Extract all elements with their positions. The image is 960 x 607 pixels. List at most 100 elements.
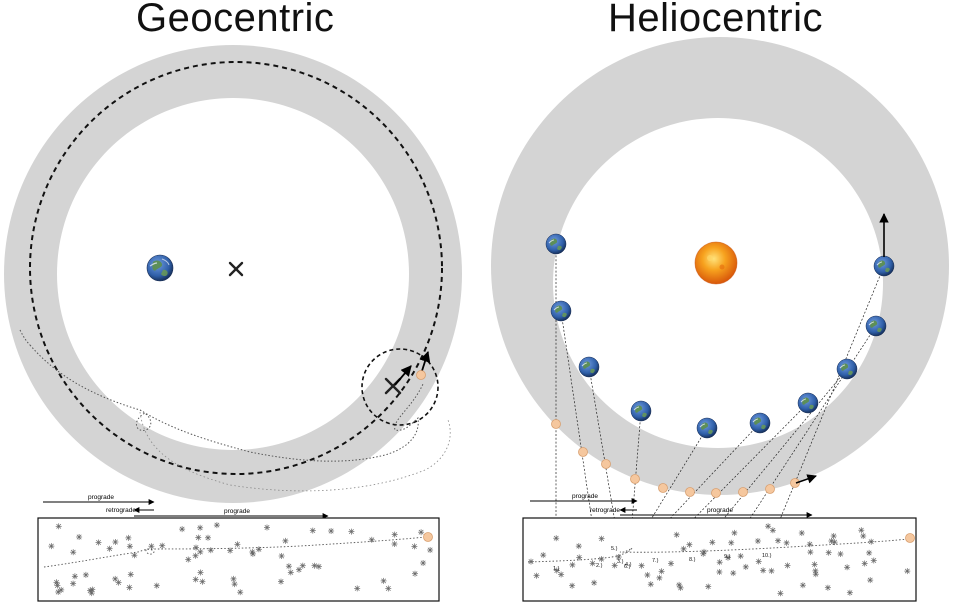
star-icon: [807, 548, 814, 556]
planet-icon: [685, 487, 695, 497]
star-icon: [127, 571, 135, 578]
star-icon: [861, 560, 869, 567]
star-icon: [55, 522, 63, 530]
star-icon: [111, 575, 119, 583]
star-icon: [178, 525, 186, 533]
planet-icon: [630, 474, 640, 484]
star-icon: [673, 531, 681, 539]
star-icon: [391, 531, 399, 538]
planet-icon: [905, 533, 915, 543]
star-icon: [759, 567, 767, 574]
star-icon: [769, 526, 777, 534]
star-icon: [729, 569, 737, 577]
earth-icon: [873, 255, 895, 277]
helio-retrograde-label: retrograde: [590, 507, 620, 514]
geo-traced-path: [29, 344, 424, 462]
star-icon: [824, 584, 832, 592]
star-icon: [754, 537, 762, 545]
geo-epicycle: [361, 348, 439, 426]
star-icon: [234, 540, 241, 548]
star-icon: [380, 577, 387, 585]
sightline: [628, 410, 642, 560]
sightline: [560, 310, 599, 563]
position-label: 7.): [652, 558, 659, 564]
star-icon: [870, 557, 878, 564]
star-icon: [866, 576, 874, 584]
star-icon: [411, 570, 419, 578]
star-icon: [589, 559, 596, 567]
star-icon: [768, 567, 775, 575]
planet-icon: [658, 483, 668, 493]
star-icon: [285, 562, 293, 570]
helio-sky-path: [527, 538, 909, 563]
sun-icon: [694, 241, 738, 285]
star-icon: [764, 522, 772, 530]
star-icon: [533, 572, 540, 580]
star-icon: [153, 582, 161, 590]
star-icon: [419, 559, 427, 567]
star-icon: [656, 574, 663, 582]
star-icon: [353, 585, 361, 592]
star-icon: [231, 580, 238, 588]
planet-icon: [601, 459, 611, 469]
star-icon: [236, 588, 244, 596]
star-icon: [411, 543, 418, 550]
star-icon: [112, 538, 119, 546]
star-icon: [638, 562, 645, 570]
geo-sky-path: [43, 536, 427, 568]
star-icon: [82, 571, 90, 579]
star-icon: [812, 567, 819, 575]
star-icon: [192, 576, 200, 583]
star-icon: [798, 529, 806, 537]
star-icon: [75, 533, 83, 541]
star-icon: [126, 584, 133, 591]
earth-icon: [578, 356, 600, 378]
geo-retrograde-label: retrograde: [106, 507, 136, 514]
star-icon: [812, 570, 820, 578]
star-icon: [71, 572, 79, 580]
star-icon: [384, 585, 392, 592]
star-icon: [417, 528, 425, 536]
earth-icon: [865, 315, 887, 337]
star-icon: [348, 528, 355, 535]
star-icon: [742, 563, 750, 571]
star-icon: [287, 569, 295, 576]
star-icon: [680, 545, 687, 553]
position-label: 3.): [617, 559, 624, 565]
direction-arrow-icon: [795, 474, 817, 484]
star-icon: [569, 561, 576, 569]
star-icon: [95, 539, 102, 546]
planet-icon: [738, 487, 748, 497]
star-icon: [282, 537, 289, 545]
star-icon: [590, 579, 598, 587]
earth-icon: [797, 392, 819, 414]
geo-prograde-label-1: prograde: [88, 494, 114, 501]
heliocentric-panel: prograde retrograde prograde 1.)2.)3.)4.…: [491, 37, 950, 602]
helio-orbit-ring: [491, 37, 950, 496]
planet-icon: [765, 484, 775, 494]
star-icon: [846, 589, 854, 597]
planet-icon: [416, 370, 426, 380]
position-label: 2.): [596, 563, 603, 569]
star-icon: [568, 582, 576, 590]
star-icon: [69, 548, 77, 556]
position-label: 1.): [553, 566, 560, 572]
star-icon: [716, 568, 723, 576]
star-icon: [737, 552, 745, 560]
star-icon: [207, 546, 215, 554]
star-icon: [309, 527, 317, 534]
star-icon: [184, 556, 192, 563]
star-icon: [249, 550, 257, 558]
planet-icon: [578, 447, 588, 457]
star-icon: [667, 560, 675, 567]
star-icon: [598, 555, 605, 563]
star-icon: [204, 534, 212, 542]
star-icon: [539, 551, 547, 559]
sightline: [629, 422, 761, 562]
star-icon: [777, 589, 784, 597]
position-label: 4.): [625, 562, 632, 568]
sightline: [766, 265, 885, 552]
star-icon: [857, 526, 865, 534]
star-icon: [131, 551, 138, 559]
star-icon: [708, 538, 716, 546]
